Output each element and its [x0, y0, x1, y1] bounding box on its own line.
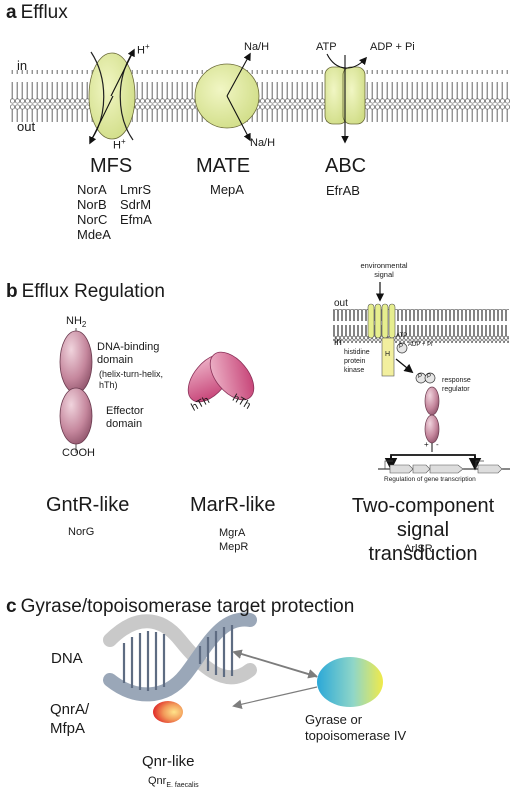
section-title: Efflux Regulation	[21, 281, 165, 302]
mfs-genes-col2: LmrS SdrM EfmA	[120, 182, 152, 227]
gntr-gene: NorG	[68, 526, 95, 538]
mate-label: MATE	[196, 155, 251, 177]
tcs-p-label-3: P	[427, 374, 432, 380]
marr-label: MarR-like	[190, 494, 276, 516]
tcs-kinase-label: histidine protein kinase	[344, 349, 370, 374]
section-title: Gyrase/topoisomerase target protection	[20, 596, 355, 617]
gntr-protein	[59, 328, 93, 453]
mate-gene: MepA	[210, 182, 244, 197]
arrow-to-qnra	[232, 686, 318, 709]
abc-gene: EfrAB	[326, 183, 360, 198]
mfs-genes-col1: NorA NorB NorC MdeA	[77, 182, 111, 242]
membrane-in-label: in	[17, 58, 28, 73]
section-letter: b	[6, 281, 18, 302]
dna-helix	[103, 612, 257, 702]
tcs-diagram	[333, 282, 510, 474]
tcs-regulation-text: Regulation of gene transcription	[384, 476, 476, 483]
dna-label: DNA	[51, 650, 83, 667]
gntr-dna-domain: DNA-binding domain	[97, 341, 160, 366]
mate-transporter	[194, 52, 260, 142]
section-letter: c	[6, 596, 17, 617]
tcs-p-label: P	[399, 344, 404, 350]
tcs-plus: +	[424, 440, 429, 449]
gntr-dna-detail: (helix-turn-helix, hTh)	[99, 369, 164, 390]
tcs-regulator-label: response regulator	[442, 377, 471, 393]
abc-transporter	[324, 53, 368, 144]
tcs-label: Two-component signal transduction	[351, 495, 495, 565]
arrow-to-gyrase	[235, 651, 318, 679]
mate-ion-top: Na/H	[244, 41, 270, 53]
section-title: Efflux	[20, 2, 68, 23]
qnra-label: QnrA/ MfpA	[50, 701, 90, 737]
mfs-ion-bottom: H+	[113, 137, 126, 152]
qnr-like-label: Qnr-like	[142, 753, 195, 770]
abc-adp-label: ADP + Pi	[370, 41, 415, 53]
tcs-p-label-2: P	[418, 374, 423, 380]
gntr-cooh: COOH	[62, 447, 95, 459]
gyrase-label: Gyrase or topoisomerase IV	[305, 712, 407, 743]
marr-protein	[187, 351, 255, 403]
tcs-atp-label: ATP	[396, 333, 408, 339]
qnr-efaecalis-label: QnrE. faecalis	[148, 775, 199, 790]
mfs-ion-top: H+	[137, 42, 150, 57]
gyrase-enzyme	[317, 657, 383, 707]
section-letter: a	[6, 2, 17, 23]
abc-atp-label: ATP	[316, 41, 337, 53]
gntr-label: GntR-like	[46, 494, 130, 516]
tcs-in-label: in	[334, 337, 342, 348]
tcs-minus: -	[436, 440, 439, 449]
tcs-gene: ArlSR	[404, 543, 433, 555]
mate-ion-bottom: Na/H	[250, 137, 276, 149]
tcs-adp-label: ADP + Pi	[408, 342, 433, 348]
membrane-out-label: out	[17, 119, 36, 134]
tcs-h-label: H	[385, 351, 391, 358]
gntr-nh2: NH2	[66, 315, 87, 330]
marr-genes: MgrA MepR	[219, 527, 249, 553]
tcs-env-signal: environmental signal	[360, 261, 408, 279]
abc-label: ABC	[325, 155, 367, 177]
qnra-protein	[153, 701, 183, 723]
membrane-bilayer	[10, 70, 510, 122]
mfs-transporter	[88, 48, 136, 145]
tcs-out-label: out	[334, 298, 348, 309]
gntr-effector-domain: Effector domain	[106, 405, 144, 430]
mfs-label: MFS	[90, 155, 133, 177]
